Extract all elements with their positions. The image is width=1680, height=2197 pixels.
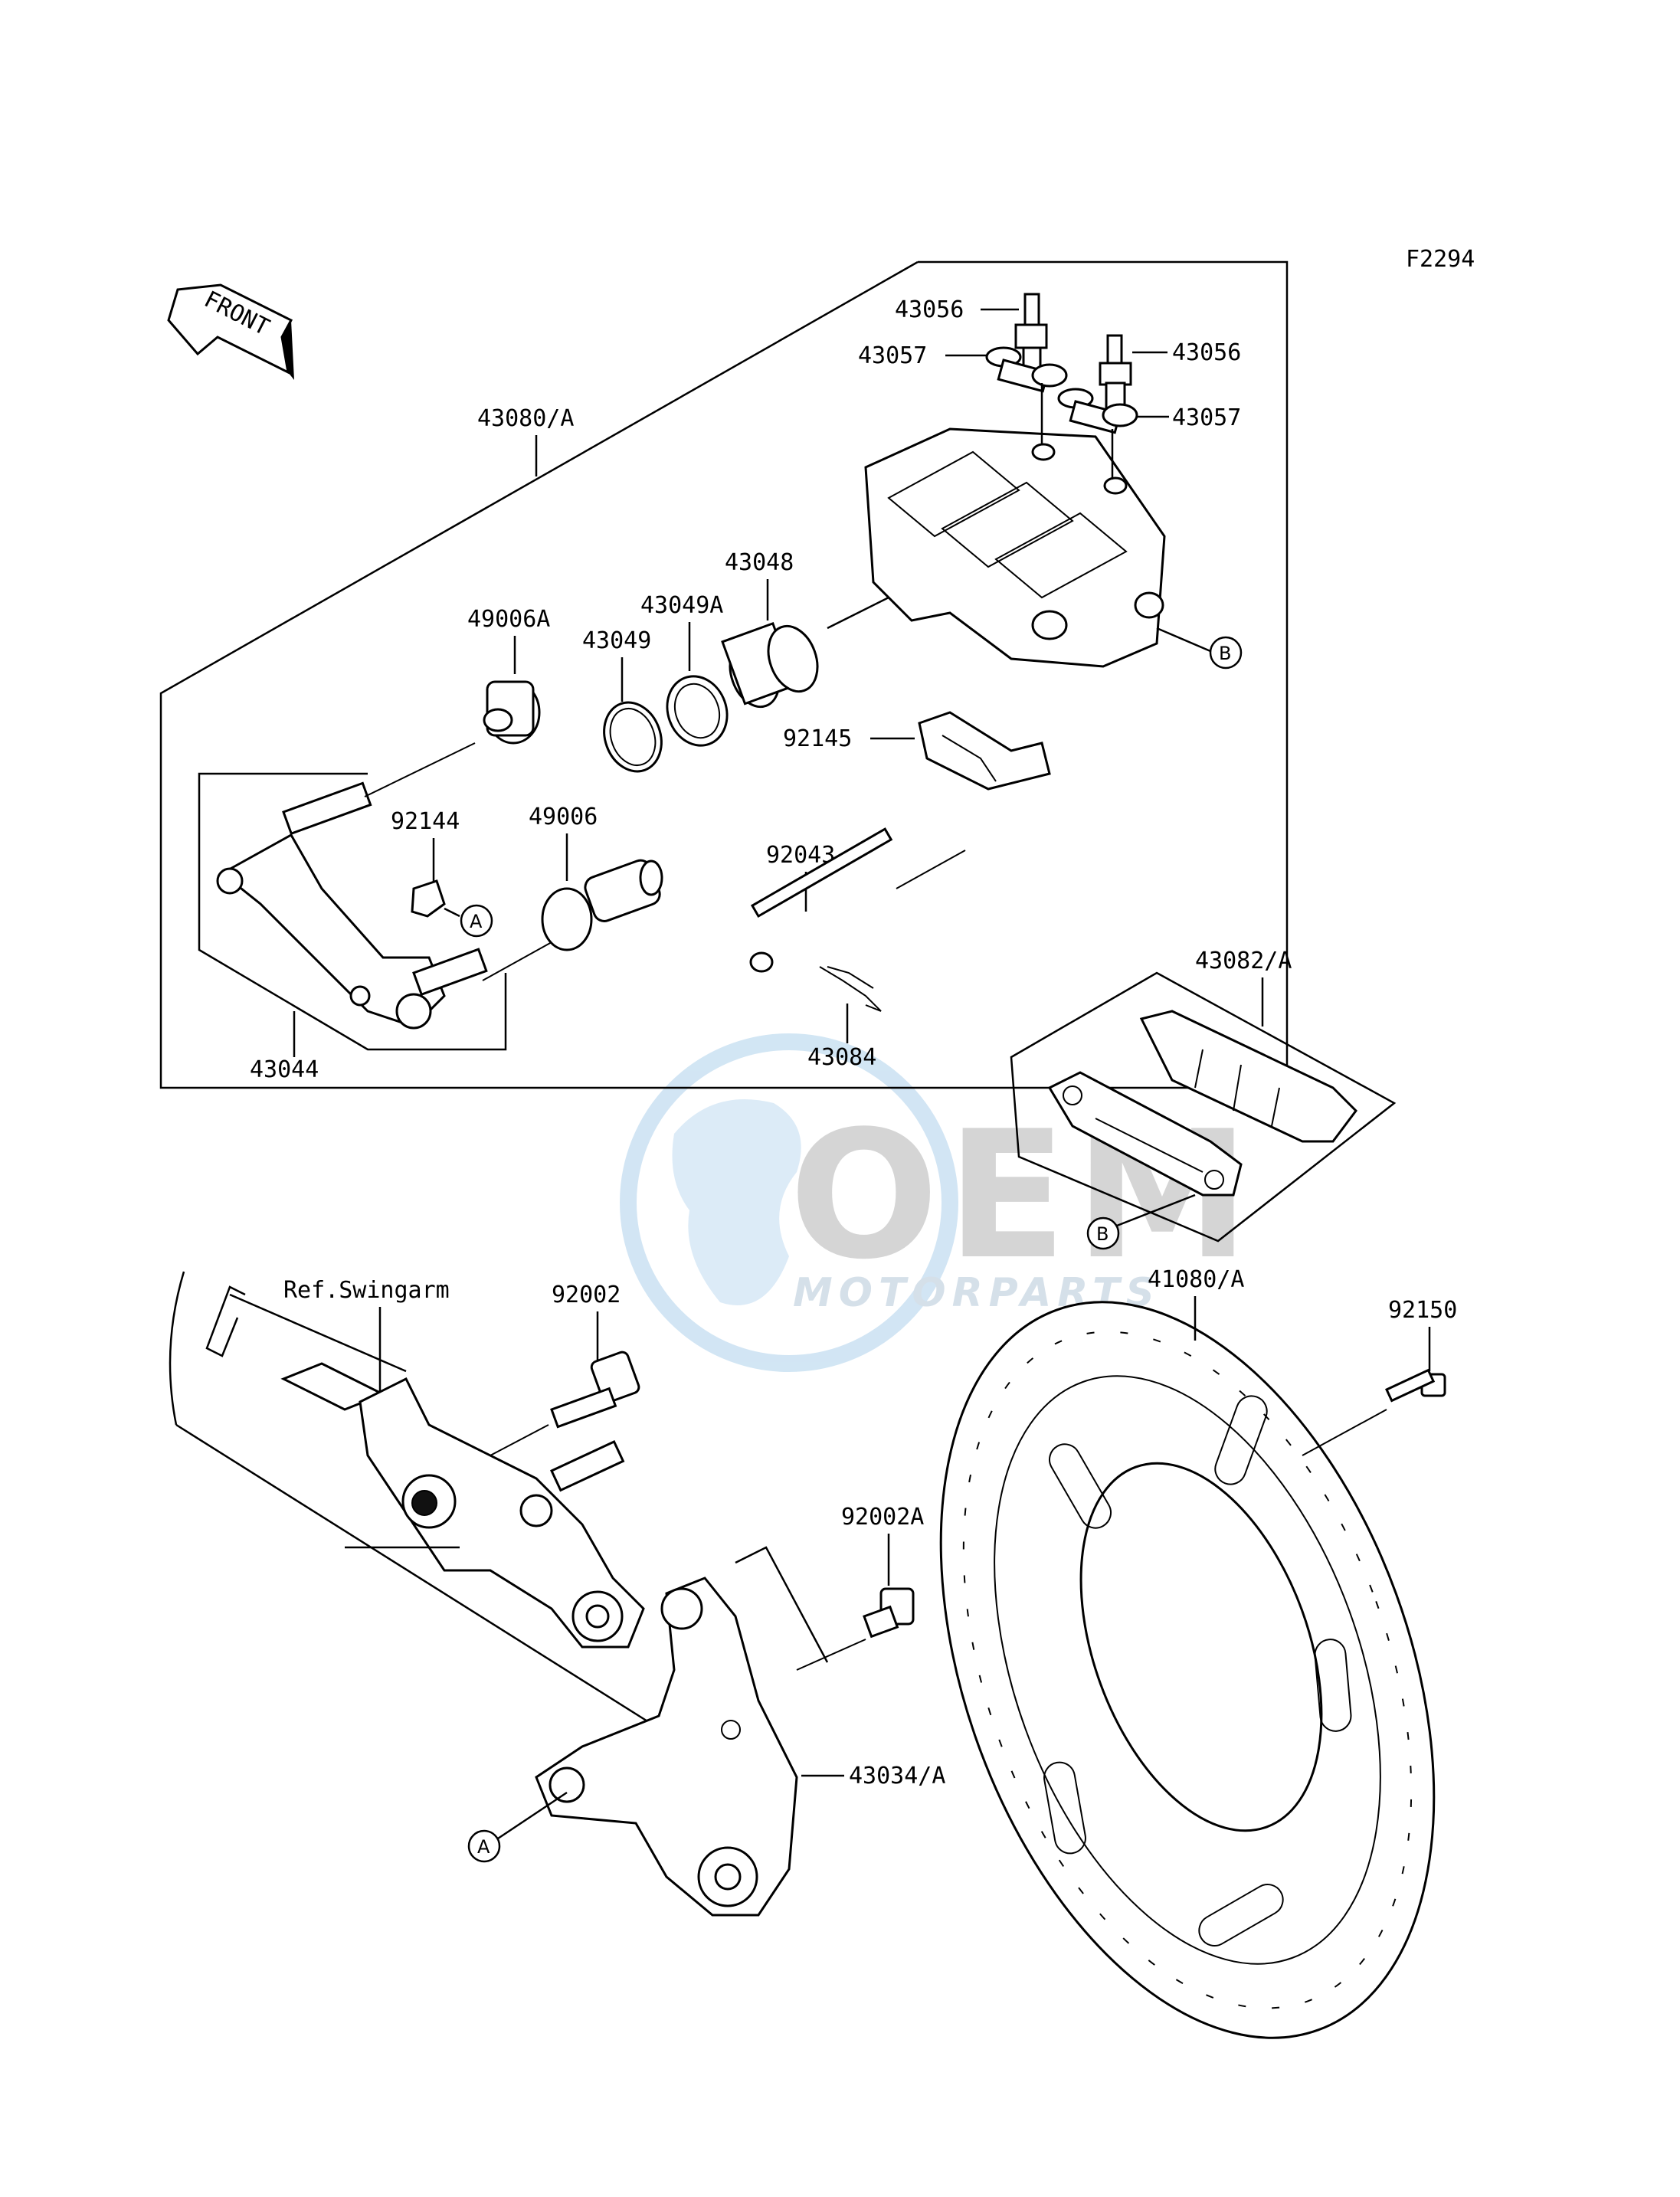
label-43048[interactable]: 43048 — [725, 549, 794, 620]
svg-text:43056: 43056 — [895, 296, 964, 323]
svg-text:43044: 43044 — [250, 1056, 319, 1083]
figure-code: F2294 — [1406, 246, 1475, 273]
svg-text:43056: 43056 — [1172, 339, 1241, 366]
label-49006A[interactable]: 49006A — [467, 606, 550, 674]
swingarm-reference — [169, 1271, 652, 1725]
caliper-body — [827, 383, 1166, 668]
svg-text:43049: 43049 — [582, 627, 651, 654]
banjo-washer-left-icon — [985, 346, 1068, 393]
front-arrow-icon: FRONT — [167, 283, 294, 380]
bracket-subassembly-outline — [198, 772, 507, 1051]
callout-b-caliper: B — [1156, 627, 1243, 670]
bolt-92002-icon — [490, 1351, 640, 1456]
svg-text:43057: 43057 — [1172, 404, 1241, 431]
label-43049A[interactable]: 43049A — [640, 592, 723, 671]
svg-text:41080/A: 41080/A — [1148, 1266, 1244, 1293]
pad-pin-icon — [749, 827, 966, 973]
label-43049[interactable]: 43049 — [582, 627, 651, 702]
svg-text:Ref.Swingarm: Ref.Swingarm — [283, 1277, 450, 1304]
pin-clip-icon — [819, 966, 882, 1012]
bleed-valve-right-icon — [1099, 334, 1132, 415]
brake-pad-front-icon — [1047, 1071, 1243, 1197]
svg-text:92144: 92144 — [391, 808, 460, 835]
svg-text:43080/A: 43080/A — [477, 405, 574, 432]
svg-text:92145: 92145 — [783, 725, 852, 752]
label-92144[interactable]: 92144 — [391, 808, 460, 882]
svg-text:43082/A: 43082/A — [1195, 948, 1292, 974]
label-43034A[interactable]: 43034/A — [801, 1763, 945, 1789]
brake-pad-rear-icon — [1139, 1010, 1357, 1143]
callout-a-bracket: A — [444, 904, 493, 938]
label-ref-swingarm[interactable]: Ref.Swingarm — [283, 1277, 450, 1417]
label-43084[interactable]: 43084 — [807, 1004, 876, 1071]
svg-text:A: A — [470, 911, 483, 932]
svg-text:43057: 43057 — [858, 342, 927, 369]
label-92145[interactable]: 92145 — [783, 725, 915, 752]
label-92150[interactable]: 92150 — [1388, 1297, 1457, 1371]
brake-pads-outline — [1010, 971, 1397, 1243]
svg-text:B: B — [1096, 1223, 1109, 1245]
svg-text:43034/A: 43034/A — [849, 1763, 945, 1789]
svg-text:92150: 92150 — [1388, 1297, 1457, 1324]
label-92002[interactable]: 92002 — [552, 1282, 621, 1360]
label-43056-right[interactable]: 43056 — [1132, 339, 1241, 366]
label-92002A[interactable]: 92002A — [841, 1504, 924, 1586]
disc-bolt-icon — [1302, 1368, 1446, 1456]
brake-disc-icon — [939, 1301, 1436, 2039]
banjo-washer-right-icon — [1057, 388, 1138, 434]
pad-spring-icon — [918, 711, 1051, 791]
label-43057-left[interactable]: 43057 — [858, 342, 988, 369]
bolt-92002A-icon — [796, 1587, 915, 1671]
label-43044[interactable]: 43044 — [250, 1011, 319, 1083]
label-43080A[interactable]: 43080/A — [477, 405, 574, 476]
caliper-assembly-outline — [159, 260, 1289, 1089]
swingarm-bracket-icon — [345, 1377, 645, 1649]
dust-seal-icon — [666, 675, 729, 747]
piston-seal-icon — [603, 701, 663, 773]
label-49006[interactable]: 49006 — [529, 804, 598, 881]
label-41080A[interactable]: 41080/A — [1148, 1266, 1244, 1341]
boot-49006-icon — [541, 859, 663, 951]
callout-b-pads: B — [1086, 1193, 1196, 1250]
caliper-mount-icon — [535, 1546, 829, 1917]
svg-text:43084: 43084 — [807, 1044, 876, 1071]
boot-49006A-icon — [483, 680, 541, 745]
label-43082A[interactable]: 43082/A — [1195, 948, 1292, 1026]
caliper-bracket-icon — [216, 742, 552, 1030]
pad-clip-icon — [411, 879, 446, 918]
svg-text:49006A: 49006A — [467, 606, 550, 633]
label-43056-left[interactable]: 43056 — [895, 296, 1019, 323]
label-43057-right[interactable]: 43057 — [1134, 404, 1241, 431]
svg-text:43049A: 43049A — [640, 592, 723, 619]
piston-icon — [721, 621, 819, 709]
svg-text:92002: 92002 — [552, 1282, 621, 1308]
svg-text:A: A — [477, 1836, 490, 1858]
svg-text:43048: 43048 — [725, 549, 794, 576]
callout-a-mount: A — [467, 1791, 568, 1863]
svg-text:49006: 49006 — [529, 804, 598, 830]
svg-text:92002A: 92002A — [841, 1504, 924, 1531]
svg-text:B: B — [1219, 643, 1231, 664]
